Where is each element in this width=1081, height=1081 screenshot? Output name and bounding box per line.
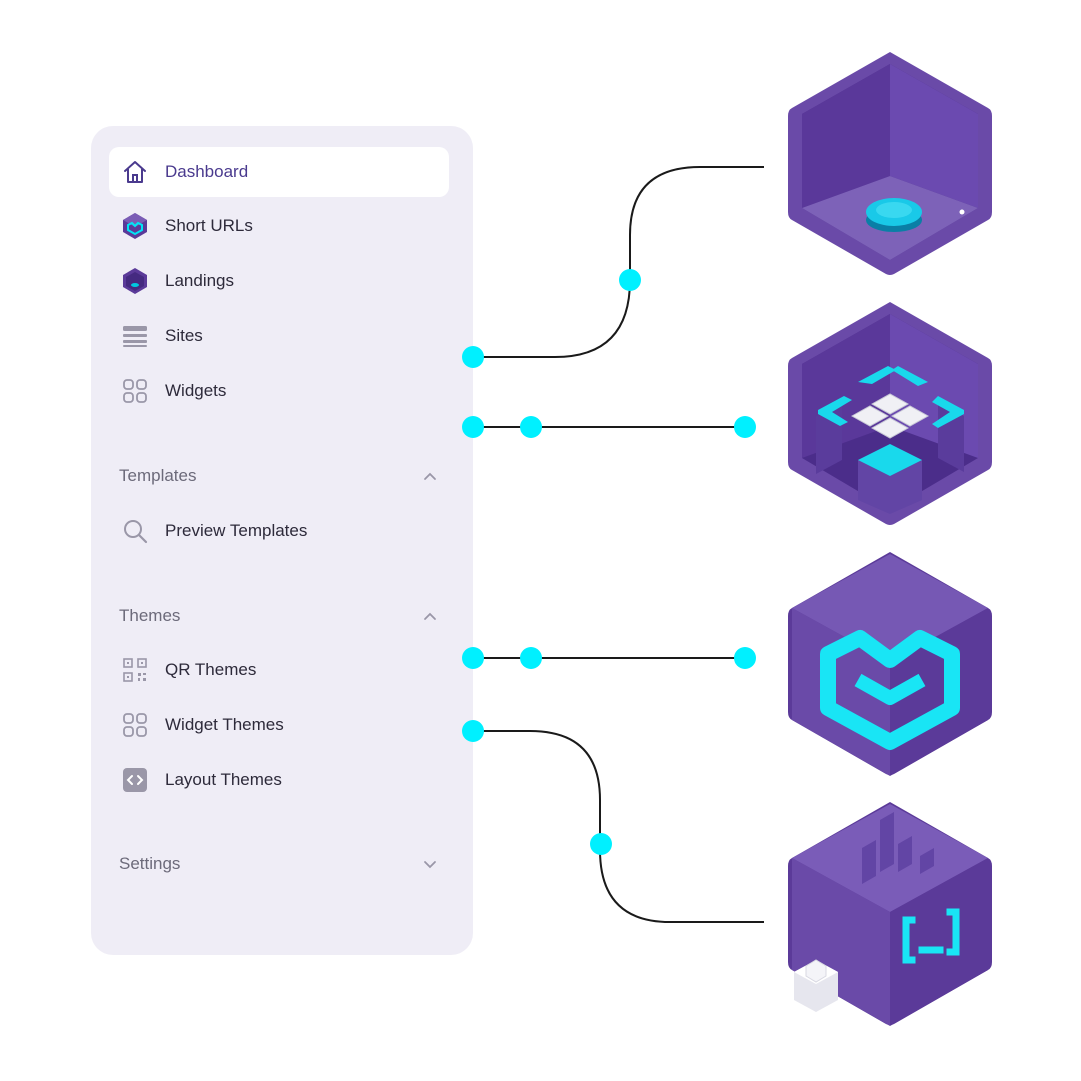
sidebar-item-label: Sites	[165, 326, 203, 345]
sidebar-panel: Dashboard Short URLs Landings Sites Widg…	[91, 126, 473, 955]
short-urls-cube-icon	[121, 212, 149, 240]
sidebar-item-label: Dashboard	[165, 162, 249, 181]
connector-dot	[619, 269, 641, 291]
qr-code-icon	[121, 656, 149, 684]
sidebar-item-label: Landings	[165, 271, 235, 290]
section-label: Settings	[119, 854, 181, 873]
smart-speaker-cube-illustration	[788, 52, 992, 275]
search-icon	[121, 517, 149, 545]
connector-dot	[520, 647, 542, 669]
sidebar-item-widget-themes[interactable]: Widget Themes	[109, 700, 449, 750]
chevron-down-icon	[423, 857, 437, 871]
connector-dot	[462, 647, 484, 669]
short-url-logo-cube-illustration	[788, 552, 992, 776]
widgets-grid-icon	[121, 377, 149, 405]
connector-dot	[734, 416, 756, 438]
connector-dot	[734, 647, 756, 669]
sidebar-item-landings[interactable]: Landings	[109, 256, 449, 306]
sidebar-item-qr-themes[interactable]: QR Themes	[109, 645, 449, 695]
code-icon	[121, 766, 149, 794]
home-icon	[121, 158, 149, 186]
sidebar-item-label: Short URLs	[165, 216, 253, 235]
connector-dot	[590, 833, 612, 855]
sidebar-item-dashboard[interactable]: Dashboard	[109, 147, 449, 197]
widgets-cube-illustration	[788, 302, 992, 525]
connector-dot	[462, 416, 484, 438]
sidebar-item-layout-themes[interactable]: Layout Themes	[109, 755, 449, 805]
connector-dot	[462, 346, 484, 368]
section-templates-header[interactable]: Templates	[119, 461, 437, 491]
sidebar-item-widgets[interactable]: Widgets	[109, 366, 449, 416]
sidebar-item-label: QR Themes	[165, 660, 257, 679]
chevron-up-icon	[423, 469, 437, 483]
section-settings-header[interactable]: Settings	[119, 849, 437, 879]
code-sites-cube-illustration	[788, 802, 992, 1026]
connector-dot	[520, 416, 542, 438]
sites-icon	[121, 322, 149, 350]
section-label: Themes	[119, 606, 181, 625]
sidebar-item-label: Widgets	[165, 381, 227, 400]
section-label: Templates	[119, 466, 197, 485]
connector-line-sites	[473, 166, 764, 358]
sidebar-item-short-urls[interactable]: Short URLs	[109, 201, 449, 251]
landings-cube-icon	[121, 267, 149, 295]
sidebar-item-sites[interactable]: Sites	[109, 311, 449, 361]
connector-dot	[462, 720, 484, 742]
section-themes-header[interactable]: Themes	[119, 601, 437, 631]
sidebar-item-preview-templates[interactable]: Preview Templates	[109, 506, 449, 556]
sidebar-item-label: Preview Templates	[165, 521, 308, 540]
sidebar-item-label: Widget Themes	[165, 715, 284, 734]
connector-line-widget-themes	[473, 730, 764, 923]
sidebar-item-label: Layout Themes	[165, 770, 282, 789]
widgets-grid-icon	[121, 711, 149, 739]
chevron-up-icon	[423, 609, 437, 623]
